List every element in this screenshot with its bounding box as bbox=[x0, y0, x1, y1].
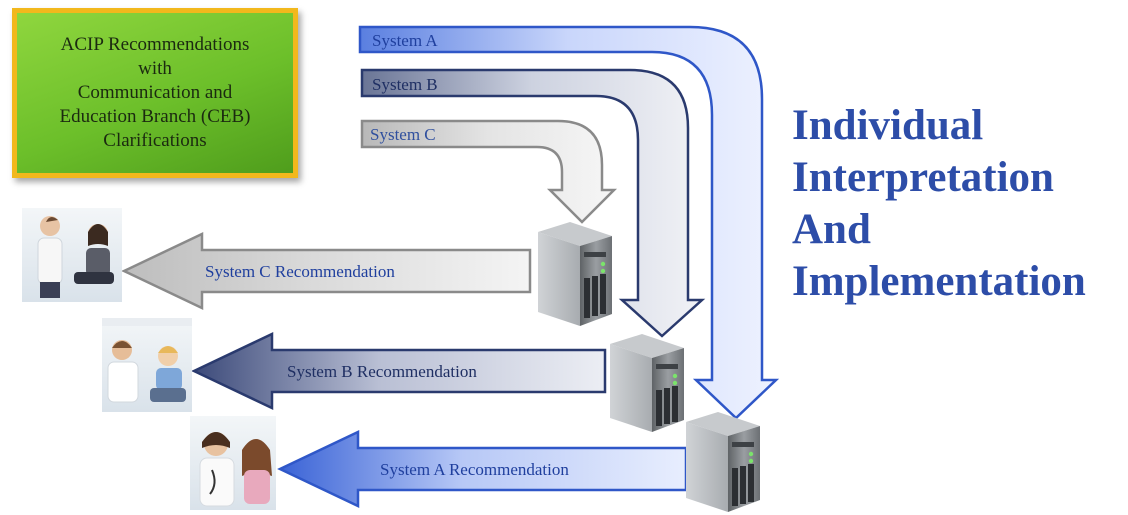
doctor-patient-photo-b bbox=[102, 318, 192, 412]
source-box-line-5: Clarifications bbox=[103, 130, 207, 151]
title-line-3: And bbox=[792, 206, 871, 253]
doctor-patient-photo-c bbox=[22, 208, 122, 302]
system-b-recommendation-arrow bbox=[191, 332, 607, 410]
system-c-label: System C bbox=[370, 125, 436, 144]
system-b-recommendation-label: System B Recommendation bbox=[287, 362, 477, 381]
system-c-recommendation-arrow bbox=[121, 232, 532, 310]
title-line-2: Interpretation bbox=[792, 154, 1054, 201]
system-c-recommendation-label: System C Recommendation bbox=[205, 262, 395, 281]
server-a-icon bbox=[686, 412, 760, 512]
system-b-label: System B bbox=[372, 75, 438, 94]
acip-source-box: ACIP Recommendations with Communication … bbox=[12, 8, 298, 178]
source-box-line-2: with bbox=[138, 58, 172, 79]
system-b-arrow bbox=[360, 68, 706, 338]
page-title: Individual Interpretation And Implementa… bbox=[792, 100, 1122, 308]
doctor-patient-photo-a bbox=[190, 416, 276, 510]
system-c-arrow bbox=[360, 119, 618, 224]
source-box-line-3: Communication and bbox=[77, 82, 233, 103]
system-a-label: System A bbox=[372, 31, 438, 50]
server-c-icon bbox=[538, 222, 612, 326]
title-line-4: Implementation bbox=[792, 258, 1086, 305]
source-box-line-1: ACIP Recommendations bbox=[60, 34, 250, 55]
system-a-recommendation-arrow bbox=[277, 430, 688, 508]
title-line-1: Individual bbox=[792, 102, 984, 149]
source-box-line-4: Education Branch (CEB) bbox=[59, 106, 251, 127]
server-b-icon bbox=[610, 334, 684, 432]
system-a-recommendation-label: System A Recommendation bbox=[380, 460, 569, 479]
